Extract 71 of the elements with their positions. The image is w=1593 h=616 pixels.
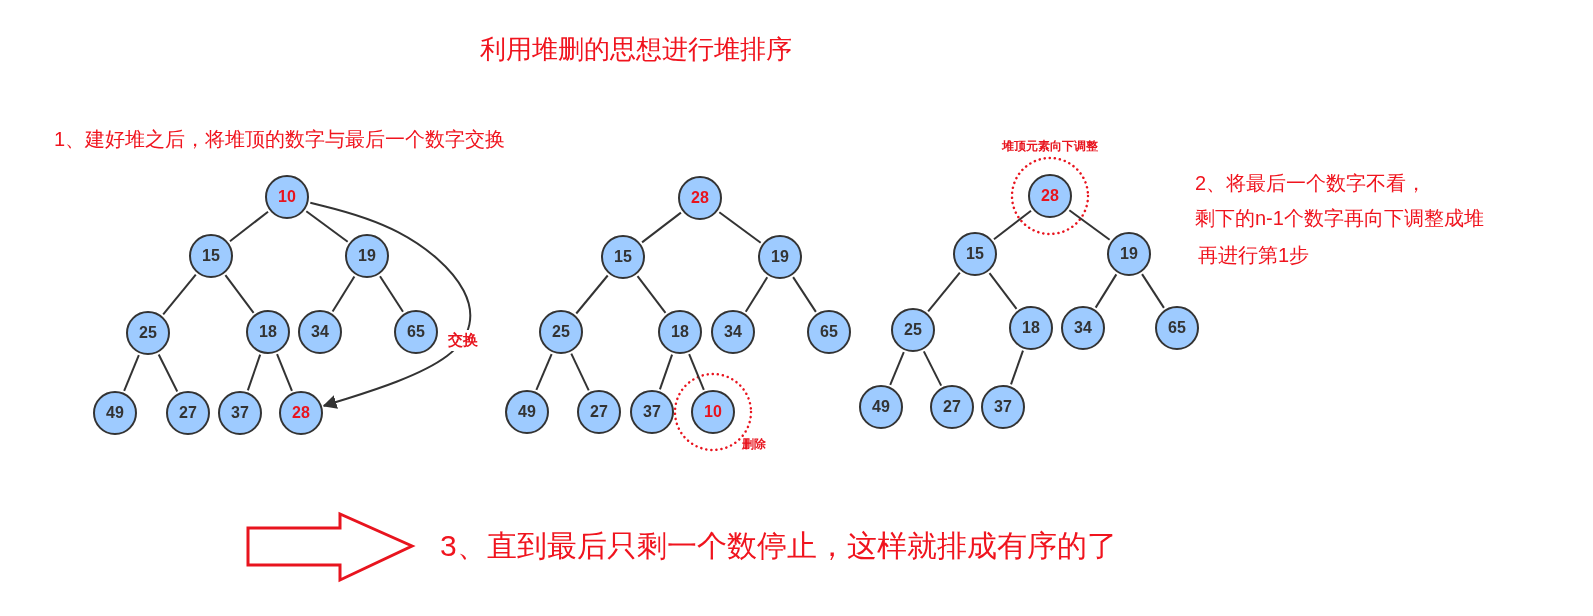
tree-node-circle: 10 [691, 390, 735, 434]
tree-edge [305, 210, 349, 243]
tree-edge [922, 350, 943, 387]
tree-edge [224, 274, 255, 314]
tree-edge [641, 211, 682, 244]
tree-node-circle: 28 [678, 176, 722, 220]
tree-node-circle: 65 [807, 310, 851, 354]
tree-node-circle: 18 [246, 310, 290, 354]
tree-edge [927, 271, 961, 313]
tree-edge [570, 352, 590, 392]
tree-node-circle: 65 [394, 310, 438, 354]
tree-edge [792, 276, 817, 313]
step-text: 3、直到最后只剩一个数停止，这样就排成有序的了 [440, 528, 1117, 564]
tree-edge [1068, 209, 1111, 241]
tree-edge [162, 273, 197, 316]
tree-edge [246, 353, 262, 392]
tree-edge [575, 274, 609, 315]
tree-node-circle: 37 [630, 390, 674, 434]
tree-edge [636, 275, 667, 314]
tree-node-circle: 18 [658, 310, 702, 354]
tree-node-circle: 15 [601, 235, 645, 279]
tree-node-circle: 49 [859, 385, 903, 429]
tree-node-circle: 10 [265, 175, 309, 219]
tree-node-circle: 34 [1061, 306, 1105, 350]
title: 利用堆删的思想进行堆排序 [480, 33, 792, 66]
tree-node-circle: 65 [1155, 306, 1199, 350]
tree-node-circle: 25 [126, 311, 170, 355]
tree-node-circle: 37 [981, 385, 1025, 429]
tree-edge [993, 209, 1032, 241]
tree-edge [123, 354, 140, 392]
tree-node-circle: 25 [539, 310, 583, 354]
tree-edge [1141, 273, 1165, 309]
tree-node-circle: 27 [577, 390, 621, 434]
tree-edge [331, 275, 356, 313]
tree-node-circle: 34 [711, 310, 755, 354]
tree-edge [688, 353, 705, 391]
tree-edge [276, 353, 293, 392]
edge-label: 交换 [448, 330, 478, 351]
tree-edge [1010, 349, 1024, 386]
tree-edge [228, 210, 270, 243]
tree-edge [744, 276, 769, 313]
step-text: 剩下的n-1个数字再向下调整成堆 [1195, 206, 1484, 231]
tree-node-circle: 19 [758, 235, 802, 279]
step-text: 2、将最后一个数字不看， [1195, 171, 1427, 196]
tree-node-circle: 49 [505, 390, 549, 434]
tree-edge [889, 351, 905, 386]
tree-edge [157, 353, 179, 393]
tree-node-circle: 18 [1009, 306, 1053, 350]
tree-node-circle: 27 [930, 385, 974, 429]
tree-node-circle: 28 [1028, 174, 1072, 218]
tree-edge [988, 272, 1018, 310]
note-text: 删除 [742, 436, 766, 453]
tree-edge [379, 275, 404, 313]
tree-node-circle: 27 [166, 391, 210, 435]
tree-node-circle: 34 [298, 310, 342, 354]
tree-node-circle: 25 [891, 308, 935, 352]
tree-edge [535, 353, 553, 391]
tree-edge [1094, 273, 1118, 309]
tree-node-circle: 15 [953, 232, 997, 276]
tree-edge [718, 211, 762, 244]
tree-node-circle: 28 [279, 391, 323, 435]
note-text: 堆顶元素向下调整 [1002, 138, 1098, 155]
tree-node-circle: 19 [1107, 232, 1151, 276]
tree-node-circle: 37 [218, 391, 262, 435]
tree-node-circle: 49 [93, 391, 137, 435]
tree-edge [658, 353, 674, 391]
step-text: 1、建好堆之后，将堆顶的数字与最后一个数字交换 [54, 127, 506, 152]
curved-arrow [309, 201, 472, 409]
step-text: 再进行第1步 [1198, 243, 1310, 268]
tree-node-circle: 19 [345, 234, 389, 278]
tree-node-circle: 15 [189, 234, 233, 278]
